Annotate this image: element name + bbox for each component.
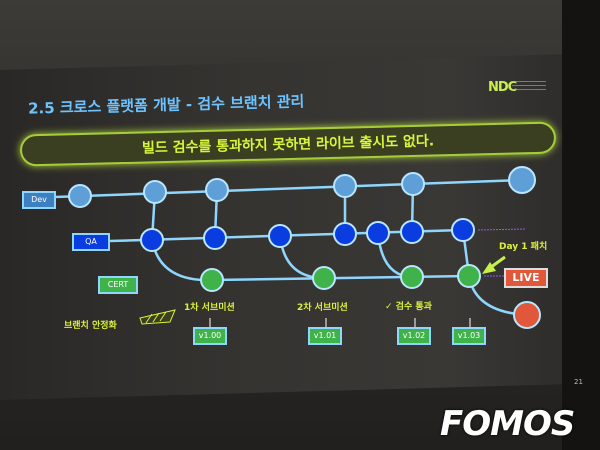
- passed-label: ✓ 검수 통과: [385, 302, 432, 312]
- qa-node: [140, 228, 164, 252]
- qa-node: [366, 221, 390, 245]
- cert-node: [457, 264, 481, 288]
- dev-line: [54, 178, 523, 199]
- version-box: v1.00: [193, 327, 227, 345]
- qa-node: [400, 220, 424, 244]
- page-number: 21: [574, 378, 583, 386]
- screen-edge: [562, 0, 600, 450]
- submission2-label: 2차 서브미션: [297, 303, 348, 313]
- dev-branch-label: Dev: [22, 191, 56, 209]
- day1-arrow-icon: [482, 255, 506, 274]
- qa-node: [451, 218, 475, 242]
- live-node: [513, 301, 541, 329]
- cert-line: [211, 274, 470, 282]
- qa-node: [203, 226, 227, 250]
- dev-node: [333, 174, 357, 198]
- stabilize-label: 브랜치 안정화: [64, 321, 117, 331]
- version-box: v1.03: [452, 327, 486, 345]
- qa-node: [333, 222, 357, 246]
- cert-node: [312, 266, 336, 290]
- dev-node: [68, 184, 92, 208]
- version-box: v1.01: [308, 327, 342, 345]
- watermark-logo: FOMOS: [440, 404, 575, 444]
- version-box: v1.02: [397, 327, 431, 345]
- cert-node: [200, 268, 224, 292]
- dashed-line: [477, 228, 526, 231]
- cert-node: [400, 265, 424, 289]
- logo-subtext: [512, 81, 546, 93]
- dev-node: [205, 178, 229, 202]
- day1-patch-label: Day 1 패치: [499, 242, 548, 252]
- live-branch-label: LIVE: [504, 268, 548, 288]
- ndc-logo: NDC: [488, 80, 517, 95]
- cert-branch-label: CERT: [98, 276, 138, 294]
- qa-node: [268, 224, 292, 248]
- dev-node: [508, 166, 536, 194]
- qa-branch-label: QA: [72, 233, 110, 251]
- stabilize-hatch-icon: [139, 309, 176, 325]
- dev-node: [401, 172, 425, 196]
- dev-node: [143, 180, 167, 204]
- submission1-label: 1차 서브미션: [184, 303, 235, 313]
